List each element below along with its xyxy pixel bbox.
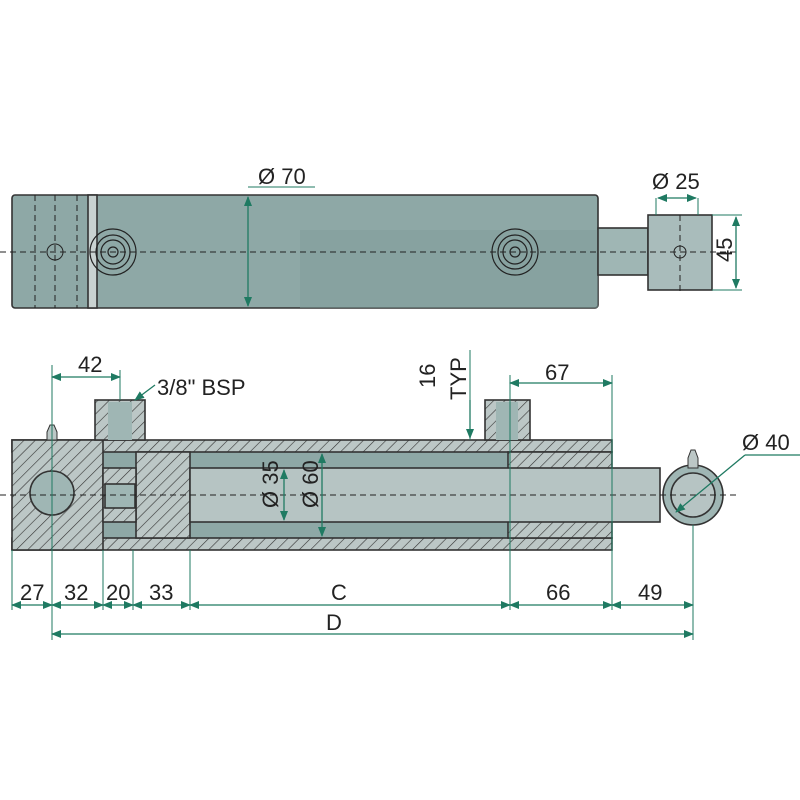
dim-66: 66 [546, 580, 570, 605]
dia-bore-label: Ø 60 [298, 460, 323, 508]
dim-27: 27 [20, 580, 44, 605]
dia-eye-label: Ø 40 [742, 430, 790, 455]
dim-67: 67 [545, 360, 569, 385]
body-shade [300, 230, 598, 308]
typ-label: TYP [446, 357, 471, 400]
grease-nipple-icon [687, 449, 699, 469]
ext-lines [11, 350, 694, 640]
section-view: 27 32 20 33 C 66 49 D 42 3/8" BSP 16 TYP… [0, 350, 800, 640]
dia-body-label: Ø 70 [258, 164, 306, 189]
dim-33: 33 [149, 580, 173, 605]
piston-rod [597, 227, 649, 276]
dia-rod-end-label: Ø 25 [652, 169, 700, 194]
dia-rod-label: Ø 35 [258, 460, 283, 508]
dim-d: D [326, 610, 342, 635]
dim-16: 16 [415, 364, 440, 388]
port-thread-label: 3/8" BSP [157, 375, 246, 400]
dim-49: 49 [638, 580, 662, 605]
dim-32: 32 [64, 580, 88, 605]
dim-20: 20 [106, 580, 130, 605]
dim-42: 42 [78, 352, 102, 377]
port-bore-1 [108, 402, 132, 440]
port-bore-2 [496, 402, 518, 440]
eye-width-label: 45 [712, 238, 737, 262]
top-view: Ø 70 Ø 25 45 [0, 164, 742, 309]
dim-lines [11, 373, 800, 638]
rod-stub [104, 483, 136, 509]
dim-c: C [331, 580, 347, 605]
